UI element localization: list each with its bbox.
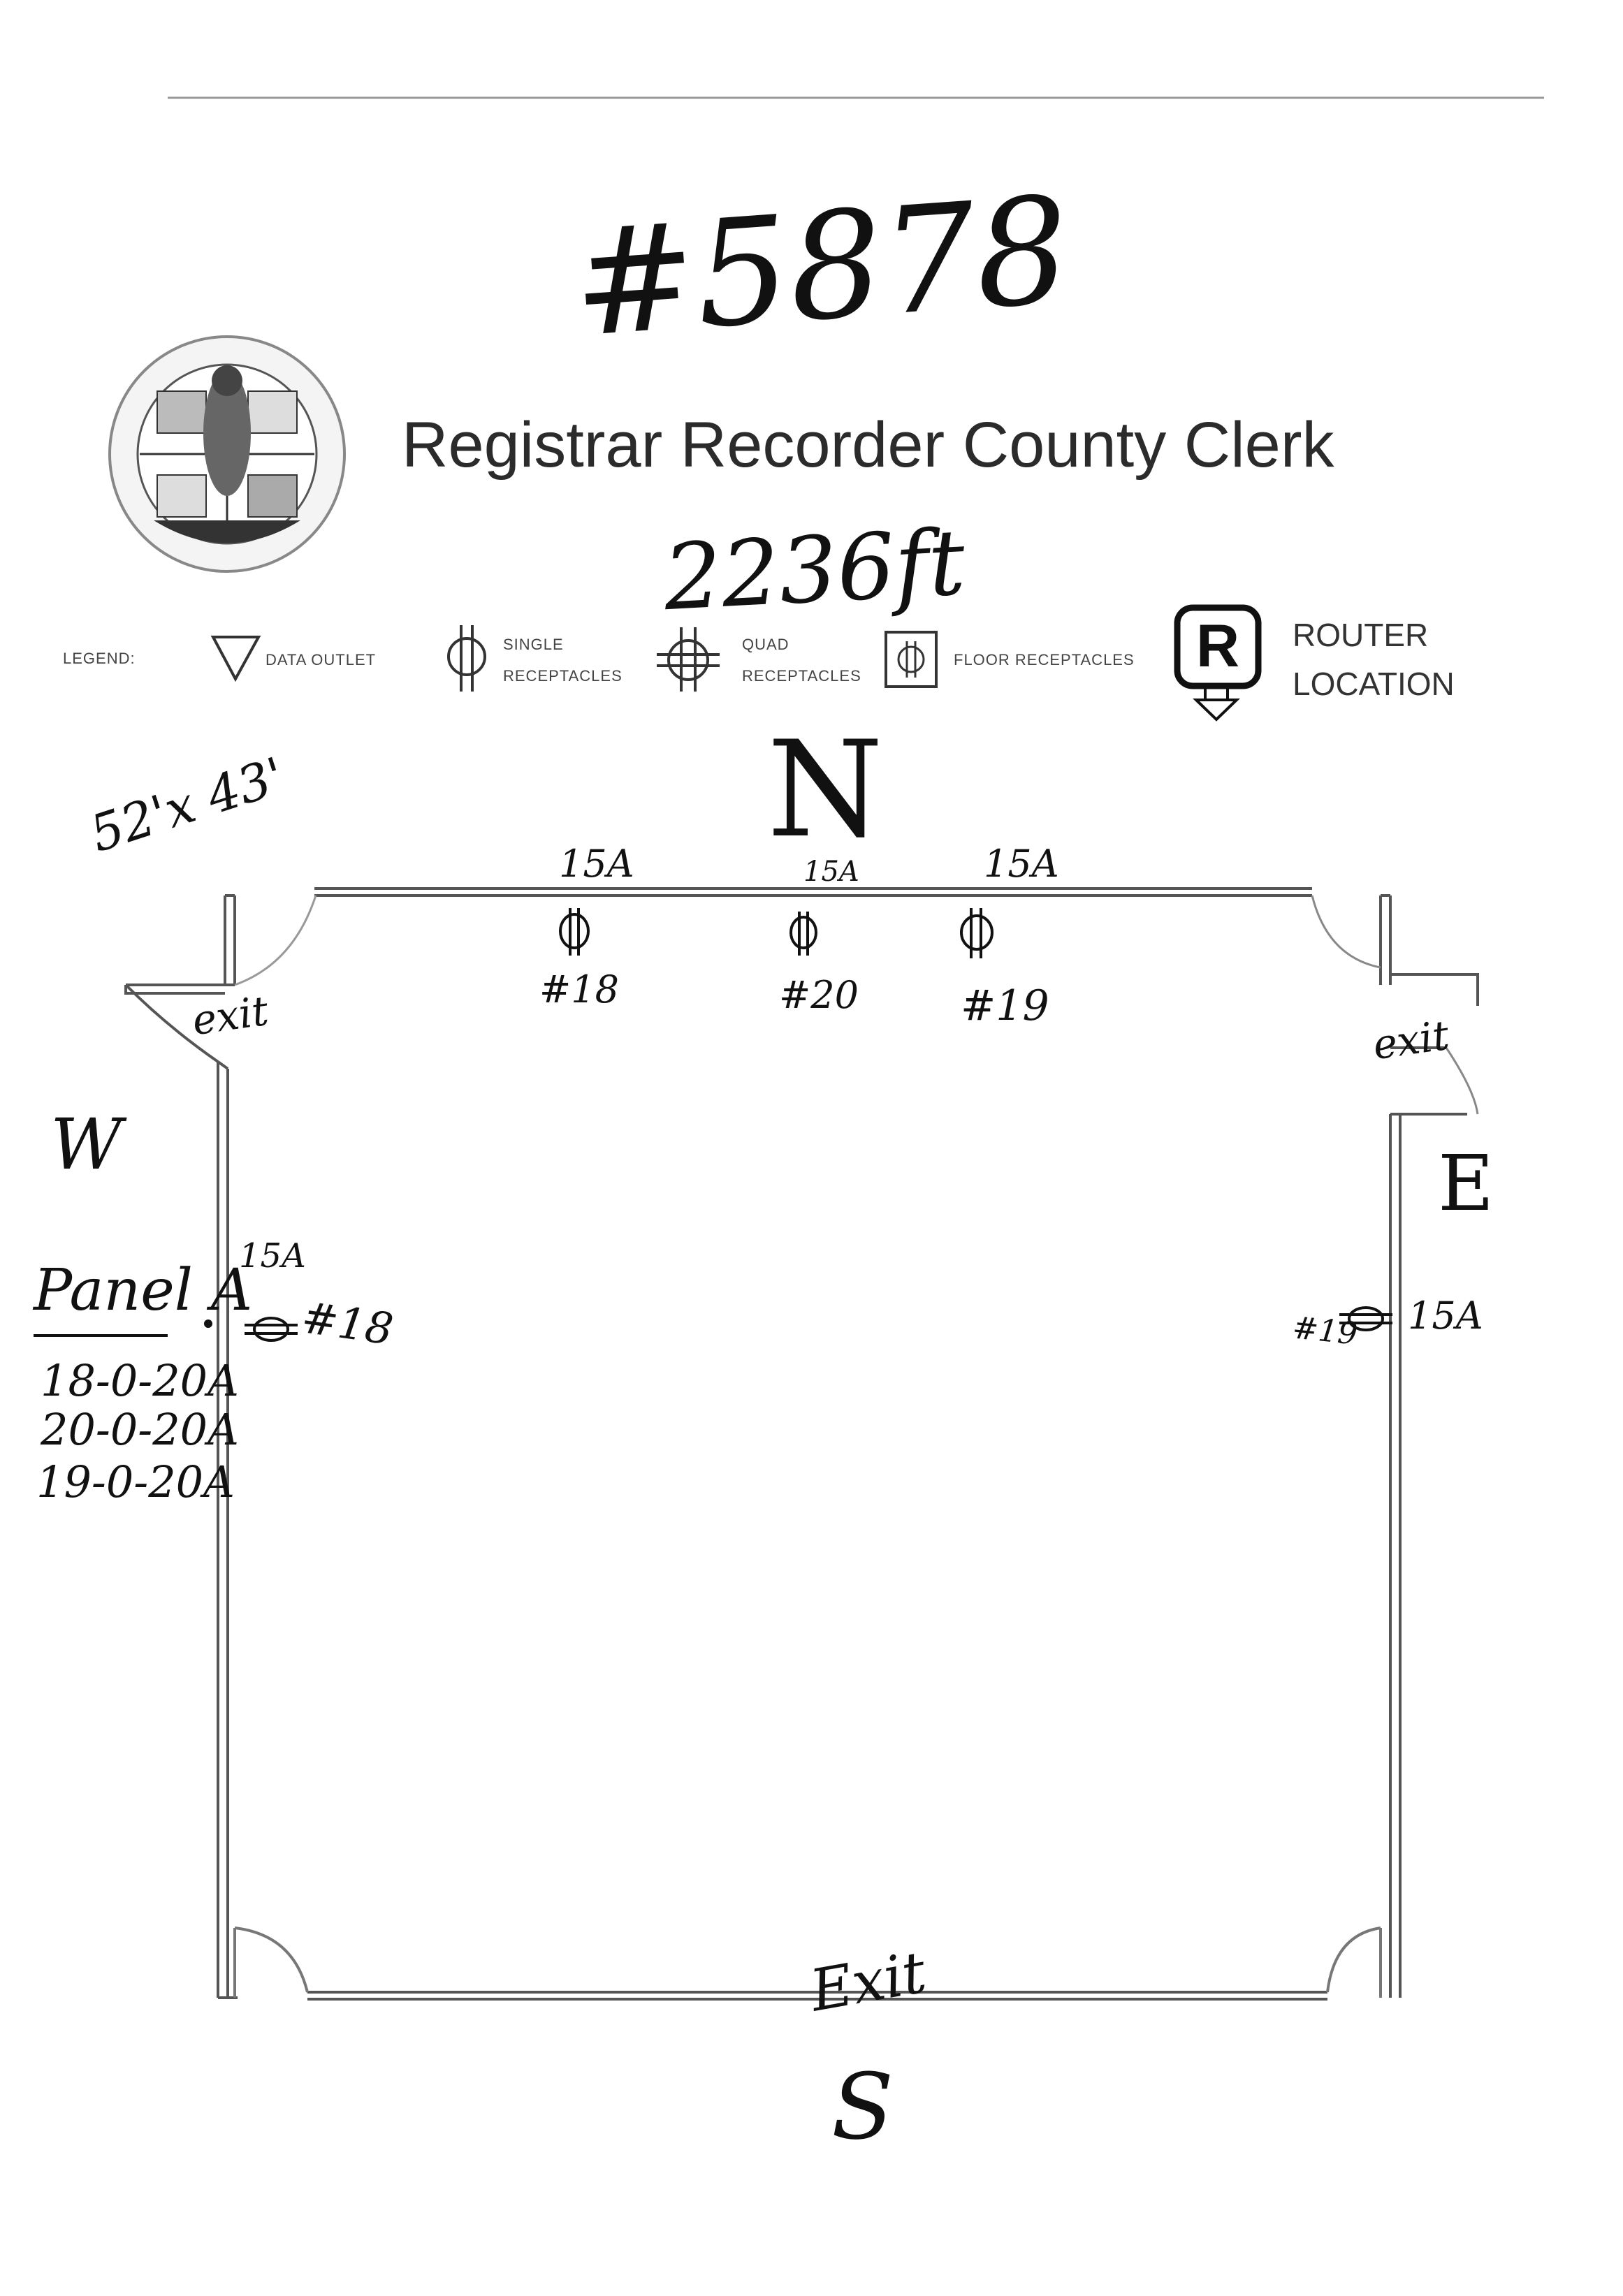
receptacle-east xyxy=(1339,1306,1392,1331)
floor-receptacle-icon xyxy=(885,631,938,688)
receptacle-east-amp: 15A xyxy=(1408,1294,1483,1338)
legend-quad-line2: RECEPTACLES xyxy=(742,667,861,685)
panel-name: Panel A xyxy=(34,1257,253,1324)
county-seal xyxy=(108,335,346,573)
legend-floor: FLOOR RECEPTACLES xyxy=(954,651,1135,668)
panel-circuit-1: 18-0-20A xyxy=(41,1355,239,1406)
door-northwest xyxy=(124,895,317,1063)
room-walls xyxy=(217,887,1467,2001)
router-location-icon xyxy=(1174,604,1262,722)
quad-receptacle-icon xyxy=(657,627,720,692)
legend-router-line1: ROUTER xyxy=(1293,617,1429,653)
compass-north: N xyxy=(767,712,884,867)
receptacle-north-18 xyxy=(559,908,590,956)
single-receptacle-icon xyxy=(447,625,486,692)
receptacle-north-18-amp: 15A xyxy=(559,842,634,886)
receptacle-west-amp: 15A xyxy=(239,1236,306,1275)
data-outlet-icon xyxy=(210,636,261,682)
receptacle-north-20-amp: 15A xyxy=(803,856,859,888)
receptacle-north-19-amp: 15A xyxy=(984,842,1059,886)
router-letter: R xyxy=(1196,613,1240,680)
legend-quad-line1: QUAD xyxy=(742,636,789,653)
receptacle-north-20-id: #20 xyxy=(779,973,859,1017)
compass-west: W xyxy=(50,1104,122,1185)
receptacle-west xyxy=(204,1317,298,1342)
store-number: #5878 xyxy=(567,164,1075,370)
compass-south: S xyxy=(831,2054,894,2160)
panel-circuit-3: 19-0-20A xyxy=(36,1456,235,1507)
receptacle-north-19 xyxy=(960,908,994,958)
page-title: Registrar Recorder County Clerk xyxy=(402,409,1334,481)
door-southeast xyxy=(1326,1926,1382,1998)
legend-label: LEGEND: xyxy=(63,650,136,667)
legend-data-outlet: DATA OUTLET xyxy=(265,651,377,668)
compass-east: E xyxy=(1438,1139,1494,1228)
panel-circuit-2: 20-0-20A xyxy=(41,1404,239,1455)
square-footage: 2236ft xyxy=(661,509,968,631)
door-southwest xyxy=(233,1926,309,1998)
legend-single-line2: RECEPTACLES xyxy=(503,667,623,685)
receptacle-north-20 xyxy=(789,912,817,956)
legend-single-line1: SINGLE xyxy=(503,636,564,653)
receptacle-north-19-id: #19 xyxy=(961,981,1049,1030)
door-northeast xyxy=(1311,895,1479,1115)
legend-router-line2: LOCATION xyxy=(1293,666,1455,702)
receptacle-north-18-id: #18 xyxy=(539,967,619,1011)
receptacle-east-id: #19 xyxy=(1290,1310,1360,1352)
